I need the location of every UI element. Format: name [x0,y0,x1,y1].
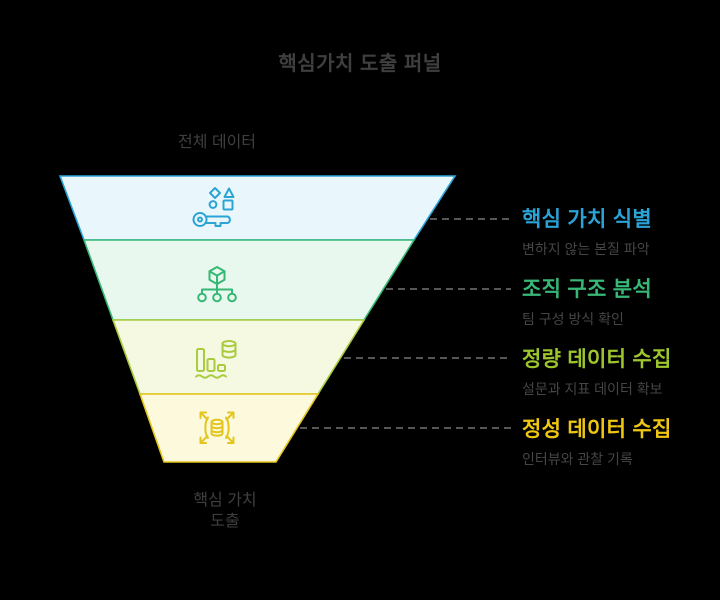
funnel-bottom-label-line2: 도출 [210,513,240,530]
stage-label-1: 핵심 가치 식별 변하지 않는 본질 파악 [522,203,717,259]
stage-subtitle: 팀 구성 방식 확인 [522,311,624,327]
stage-title: 조직 구조 분석 [522,278,652,301]
org-structure-icon [197,266,237,303]
stage-label-2: 조직 구조 분석 팀 구성 방식 확인 [522,273,717,329]
funnel-top-label: 전체 데이터 [177,134,257,151]
stage-subtitle: 설문과 지표 데이터 확보 [522,381,663,397]
stage-title: 정성 데이터 수집 [522,418,672,441]
stage-label-4: 정성 데이터 수집 인터뷰와 관찰 기록 [522,413,717,469]
database-sync-icon [199,411,235,444]
stage-title: 핵심 가치 식별 [522,208,652,231]
funnel-bottom-label-line1: 핵심 가치 [193,492,257,509]
chart-database-icon [195,340,237,379]
stage-label-3: 정량 데이터 수집 설문과 지표 데이터 확보 [522,343,717,399]
funnel-level-3 [111,319,366,395]
stage-title: 정량 데이터 수집 [522,348,672,371]
funnel-level-2 [82,239,416,321]
stage-subtitle: 변하지 않는 본질 파악 [522,241,650,257]
page-title: 핵심가치 도출 퍼널 [278,53,442,75]
funnel-bottom-label: 핵심 가치 도출 [135,490,315,532]
key-values-icon [192,187,235,227]
stage-subtitle: 인터뷰와 관찰 기록 [522,451,633,467]
funnel-level-1 [58,175,457,241]
